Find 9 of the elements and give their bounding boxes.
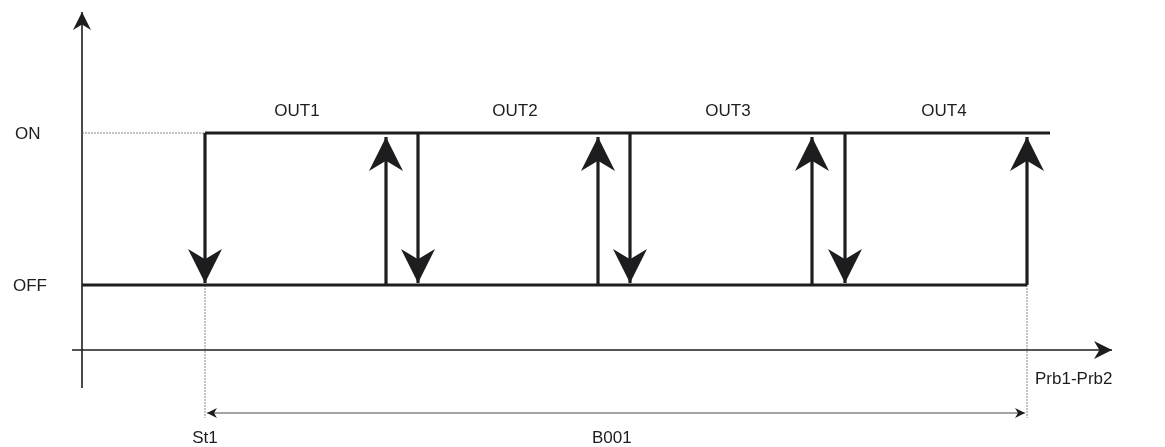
differential-label: B001: [592, 428, 632, 446]
output-label: OUT3: [705, 101, 751, 119]
state-label: ON: [15, 124, 41, 142]
output-label: OUT2: [492, 101, 538, 119]
output-label: OUT4: [921, 101, 967, 119]
output-label: OUT1: [274, 101, 320, 119]
axis-label: Prb1-Prb2: [1035, 369, 1113, 387]
setpoint-label: St1: [192, 428, 218, 446]
state-label: OFF: [13, 276, 47, 294]
